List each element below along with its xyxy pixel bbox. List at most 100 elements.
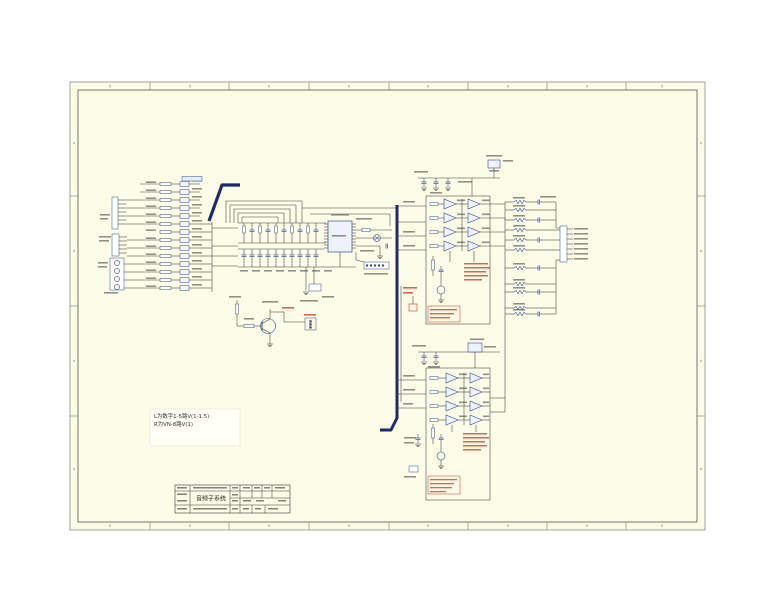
illegible-label-mark: [483, 373, 489, 376]
illegible-label-mark: [430, 309, 457, 311]
illegible-label-mark: [464, 263, 488, 265]
resistor: [159, 190, 172, 194]
illegible-label-mark: [574, 258, 588, 260]
resistor-zigzag: [513, 248, 527, 252]
resistor-zigzag: [513, 208, 527, 212]
signal-bus-left: [207, 183, 240, 222]
drawing-frame: [69, 81, 706, 531]
illegible-label-mark: [464, 267, 490, 269]
ic-regulator: [487, 159, 501, 169]
illegible-label-mark: [98, 266, 107, 268]
filter-component: [179, 197, 190, 203]
illegible-label-mark: [146, 213, 156, 215]
illegible-label-mark: [513, 309, 525, 311]
resistor: [235, 303, 239, 315]
connector-pin: [309, 323, 312, 326]
illegible-label-mark: [513, 245, 525, 247]
filter-component: [179, 261, 190, 267]
illegible-label-mark: [232, 487, 238, 489]
input-connector-section: [98, 176, 238, 294]
connector-pin: [369, 264, 373, 267]
signal-buses: [207, 183, 402, 432]
illegible-label-mark: [146, 261, 156, 263]
design-note: L为数字1-5路V(1-1.5) R为VN-8路V(1): [149, 408, 241, 447]
illegible-label-mark: [177, 508, 187, 510]
illegible-label-mark: [146, 285, 156, 287]
illegible-label-mark: [586, 85, 588, 88]
resistor: [243, 324, 255, 328]
connector-output: [559, 225, 568, 263]
component-block: [408, 465, 419, 473]
illegible-label-mark: [268, 524, 270, 527]
component-block: [308, 283, 322, 292]
illegible-label-mark: [192, 260, 202, 262]
illegible-label-mark: [700, 467, 702, 471]
resistor: [159, 254, 172, 258]
illegible-label-mark: [255, 508, 261, 510]
illegible-label-mark: [507, 524, 509, 527]
resistor: [159, 214, 172, 218]
design-note-box: [427, 475, 461, 495]
resistor: [429, 230, 439, 234]
illegible-label-mark: [109, 85, 111, 88]
connector-pin: [309, 320, 312, 323]
illegible-label-mark: [661, 524, 663, 527]
illegible-label-mark: [288, 270, 296, 272]
transistor-emitter: [261, 328, 271, 334]
connector-pin: [365, 264, 369, 267]
illegible-label-mark: [98, 262, 108, 264]
resistor: [159, 198, 172, 202]
resistor: [429, 418, 439, 422]
illegible-label-mark: [146, 221, 156, 223]
ic-block: [181, 176, 203, 182]
illegible-label-mark: [192, 196, 202, 198]
illegible-label-mark: [513, 197, 525, 199]
resistor-zigzag: [513, 290, 527, 294]
illegible-label-mark: [463, 433, 487, 435]
illegible-label-mark: [192, 228, 202, 230]
illegible-label-mark: [457, 213, 465, 216]
jack-circle: [114, 276, 120, 282]
connector-j2: [111, 233, 120, 257]
illegible-label-mark: [146, 277, 156, 279]
resistor: [159, 270, 172, 274]
illegible-label-mark: [412, 345, 426, 347]
illegible-label-mark: [513, 225, 525, 227]
illegible-label-mark: [430, 479, 457, 481]
illegible-label-mark: [99, 236, 111, 238]
illegible-label-mark: [300, 270, 308, 272]
resistor-zigzag: [513, 312, 527, 316]
transistor-section: [229, 296, 317, 347]
resistor: [429, 216, 439, 220]
illegible-label-mark: [483, 415, 489, 418]
illegible-label-mark: [482, 213, 490, 216]
illegible-label-mark: [403, 375, 415, 377]
illegible-label-mark: [464, 271, 486, 273]
illegible-label-mark: [484, 346, 496, 348]
illegible-label-mark: [574, 248, 588, 250]
illegible-label-mark: [364, 273, 388, 275]
amplifier-channel-frame: [425, 367, 491, 501]
illegible-label-mark: [459, 373, 467, 376]
wire: [355, 259, 365, 263]
illegible-label-mark: [256, 500, 264, 502]
illegible-label-mark: [459, 415, 467, 418]
illegible-label-mark: [483, 387, 489, 390]
illegible-label-mark: [73, 249, 75, 253]
illegible-label-mark: [229, 296, 241, 298]
title-block-frame: [174, 484, 291, 514]
illegible-label-mark: [463, 449, 481, 451]
jack-circle: [114, 268, 120, 274]
filter-component: [179, 269, 190, 275]
illegible-label-mark: [324, 270, 332, 272]
illegible-label-mark: [403, 292, 413, 294]
illegible-label-mark: [268, 508, 278, 510]
illegible-label-mark: [282, 307, 294, 309]
illegible-label-mark: [463, 437, 489, 439]
resistor: [159, 182, 172, 186]
op-amp-symbol: [469, 372, 483, 384]
resistor-zigzag: [513, 200, 527, 204]
op-amp-symbol: [445, 414, 459, 426]
illegible-label-mark: [268, 85, 270, 88]
resistor: [431, 427, 435, 439]
